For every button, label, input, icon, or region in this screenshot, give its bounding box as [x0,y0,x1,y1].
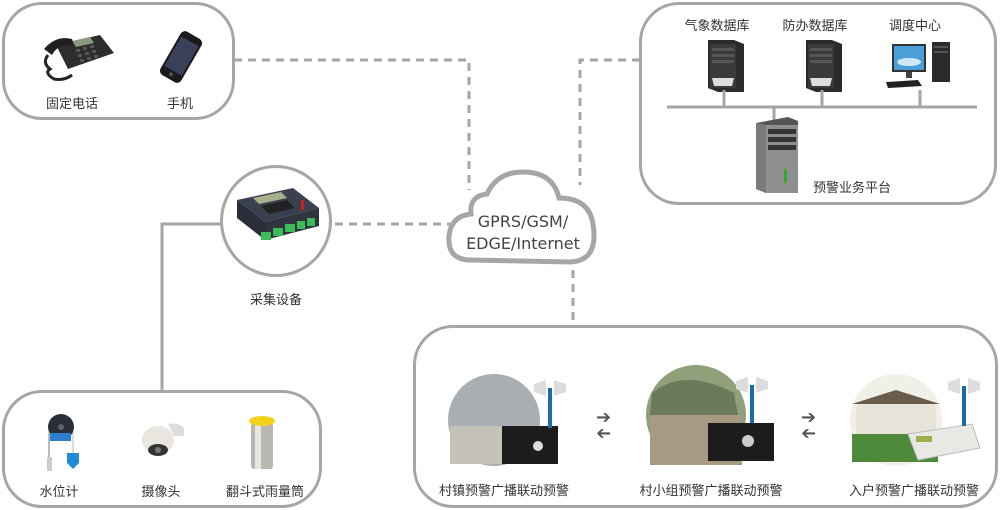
network-label-line1: GPRS/GSM/ [477,212,569,231]
broadcast-panel: ➔ ➔ ➔ ➔ 村镇预警广播联动预警 村小组预警广播联动预警 入户预警广播联动预… [413,325,998,508]
server-tower-icon [708,40,744,92]
server-label-dispatch: 调度中心 [888,19,941,34]
solid-link-collector-sensors [160,222,224,390]
terminal-label-desk-phone: 固定电话 [45,97,98,112]
arrow-right-icon: ➔ [596,407,612,428]
water-level-gauge-icon [47,414,79,471]
town-broadcast-icon [448,374,566,466]
broadcast-label-home: 入户预警广播联动预警 [848,484,979,499]
lan-bus [667,90,977,125]
terminal-label-mobile: 手机 [166,97,193,112]
collector-circle [220,165,332,277]
platform-label: 预警业务平台 [812,181,891,196]
dome-camera-icon [142,423,184,456]
arrow-right-icon: ➔ [801,407,817,428]
sensor-label-water-level: 水位计 [39,485,79,500]
desk-phone-icon [43,35,114,81]
server-label-meteo: 气象数据库 [684,19,750,34]
bidirectional-arrows-1: ➔ ➔ [596,407,612,445]
terminals-panel: 固定电话 手机 [2,2,235,120]
mobile-phone-icon [159,31,203,83]
collector-label: 采集设备 [249,293,302,308]
home-broadcast-icon [850,374,981,466]
village-broadcast-icon [646,365,774,465]
broadcast-label-town: 村镇预警广播联动预警 [438,484,569,499]
bidirectional-arrows-2: ➔ ➔ [801,407,817,445]
sensor-label-camera: 摄像头 [141,485,181,500]
data-logger-icon [237,188,319,240]
dashed-link-platform-cloud [578,58,640,185]
server-tower-icon [806,40,842,92]
broadcast-label-village: 村小组预警广播联动预警 [639,484,783,499]
sensor-label-rain-gauge: 翻斗式雨量筒 [225,485,304,500]
network-label-line2: EDGE/Internet [466,234,580,253]
sensors-panel: 水位计 摄像头 翻斗式雨量筒 [2,390,322,508]
desktop-computer-icon [886,42,950,88]
platform-panel: 气象数据库 防办数据库 调度中心 [639,2,997,205]
platform-server-icon [756,117,798,193]
server-label-flood: 防办数据库 [782,19,848,34]
network-cloud [446,169,597,265]
rain-gauge-icon [249,416,275,469]
arrow-left-icon: ➔ [596,423,612,444]
arrow-left-icon: ➔ [801,423,817,444]
